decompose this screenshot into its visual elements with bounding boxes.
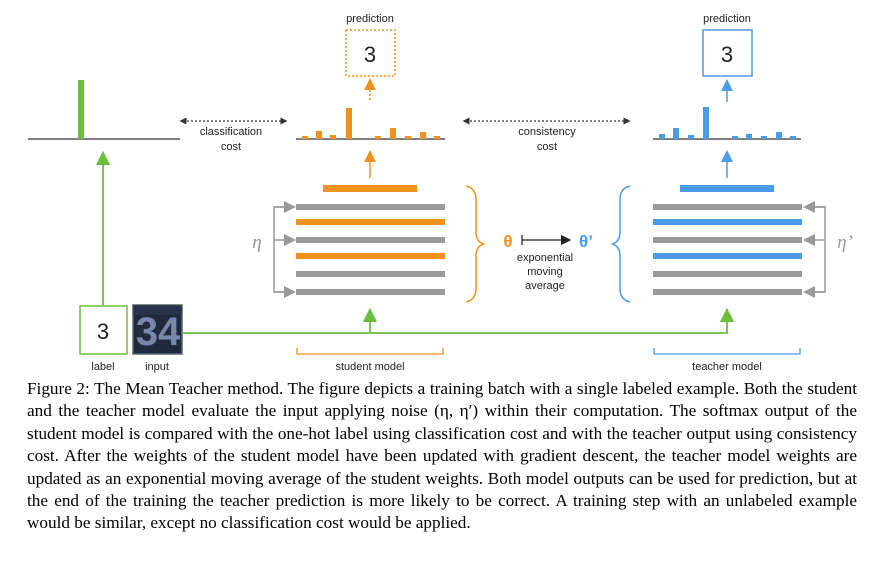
label-histogram: [28, 80, 180, 140]
mean-teacher-diagram: classification cost prediction 3 consist…: [28, 13, 853, 373]
student-curly-brace: [465, 185, 485, 303]
student-prediction-box: [345, 29, 396, 77]
label-onehot-bar: [78, 80, 84, 139]
student-prediction-label: prediction: [346, 13, 394, 25]
student-model-layers: [296, 185, 445, 295]
student-model-label: student model: [335, 361, 404, 373]
ema-label-line3: average: [525, 280, 565, 292]
teacher-model-layers: [653, 185, 802, 295]
teacher-softmax-histogram: [653, 107, 801, 140]
consistency-cost-label-line2: cost: [537, 141, 557, 153]
input-image: 34: [132, 304, 183, 355]
student-model-bracket: [296, 348, 444, 355]
eta-prime-symbol: η’: [837, 232, 853, 253]
input-caption: input: [145, 361, 169, 373]
teacher-model-label: teacher model: [692, 361, 762, 373]
theta-prime-symbol: θ’: [579, 232, 593, 251]
input-digits: 34: [136, 310, 181, 354]
label-caption: label: [91, 361, 114, 373]
student-softmax-histogram: [296, 108, 445, 140]
classification-cost-label-line1: classification: [200, 126, 262, 138]
caption-text: The Mean Teacher method. The figure depi…: [27, 379, 857, 533]
teacher-prediction-value: 3: [721, 42, 733, 67]
teacher-model-bracket: [653, 348, 801, 355]
teacher-curly-brace: [611, 185, 631, 303]
theta-symbol: θ: [503, 232, 512, 251]
student-noise-bracket: [273, 201, 296, 298]
label-box: [79, 305, 128, 355]
label-value: 3: [97, 319, 109, 344]
ema-label-line1: exponential: [517, 252, 573, 264]
consistency-cost-label-line1: consistency: [518, 126, 576, 138]
teacher-noise-bracket: [803, 201, 826, 298]
eta-symbol: η: [252, 232, 261, 253]
classification-cost-label-line2: cost: [221, 141, 241, 153]
teacher-prediction-label: prediction: [703, 13, 751, 25]
caption-prefix: Figure 2:: [27, 379, 90, 398]
student-prediction-value: 3: [364, 42, 376, 67]
ema-label-line2: moving: [527, 266, 562, 278]
figure-caption: Figure 2: The Mean Teacher method. The f…: [27, 378, 857, 535]
teacher-prediction-box: [702, 29, 753, 77]
